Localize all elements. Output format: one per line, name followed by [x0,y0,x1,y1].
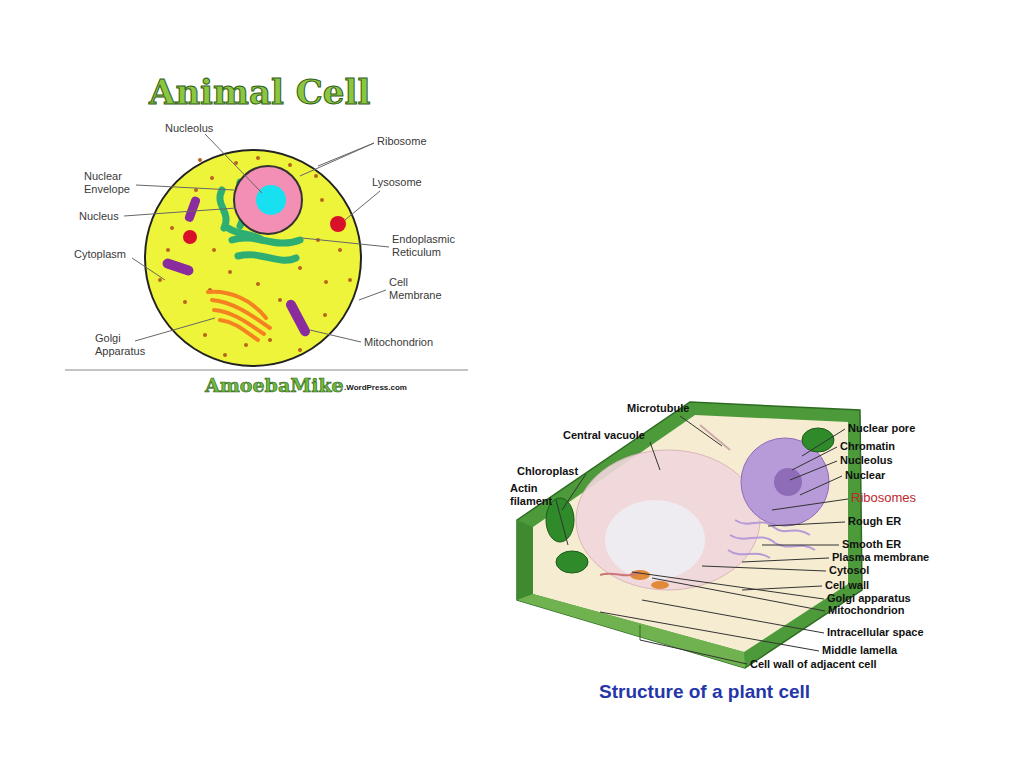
part-label: Nuclear Envelope [84,170,140,196]
part-label: Plasma membrane [832,551,929,564]
part-label: Golgi apparatus [827,592,911,605]
part-label: Lysosome [372,176,422,189]
part-label: Nuclear [845,469,885,482]
animal-leaders [124,134,389,342]
caption: Structure of a plant cell [599,681,810,704]
part-label: Actin filament [510,482,556,508]
part-label: Chromatin [840,440,895,453]
part-label: Cytosol [829,564,869,577]
part-label: Nuclear pore [848,422,915,435]
part-label: Cell Membrane [389,276,445,302]
part-label: Mitochondrion [364,336,433,349]
watermark: AmoebaMike [205,374,344,397]
watermark: .WordPress.com [344,383,407,393]
part-label: Chloroplast [517,465,578,478]
part-label: Ribosomes [851,490,916,506]
plant-leaders [556,416,848,664]
part-label: Cell wall of adjacent cell [750,658,877,671]
plant-cell [517,402,862,668]
part-label: Microtubule [627,402,689,415]
part-label: Intracellular space [827,626,924,639]
part-label: Cell wall [825,579,869,592]
part-label: Endoplasmic Reticulum [392,233,462,259]
part-label: Nucleus [79,210,119,223]
part-label: Central vacuole [563,429,645,442]
title: Animal Cell [149,72,370,113]
part-label: Rough ER [848,515,901,528]
part-label: Nucleolus [165,122,213,135]
part-label: Golgi Apparatus [95,332,151,358]
part-label: Mitochondrion [828,604,904,617]
part-label: Ribosome [377,135,427,148]
divider [65,370,468,371]
part-label: Smooth ER [842,538,901,551]
part-label: Nucleolus [840,454,893,467]
part-label: Middle lamella [822,644,897,657]
part-label: Cytoplasm [74,248,126,261]
animal-cell [145,150,361,366]
